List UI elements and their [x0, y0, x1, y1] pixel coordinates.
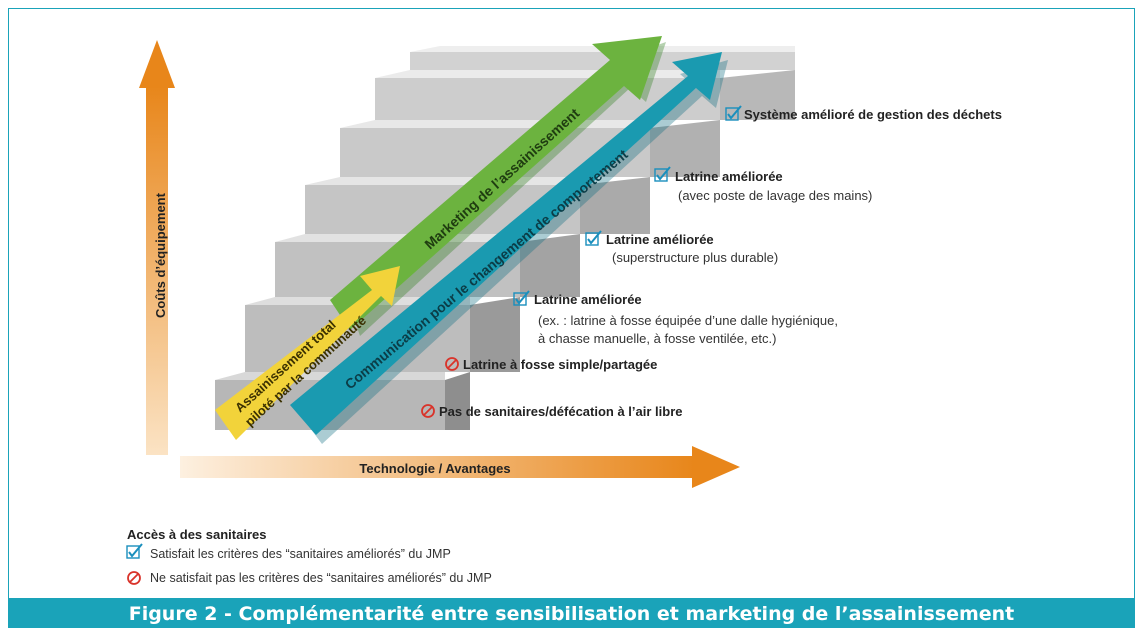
- check-icon: [725, 105, 742, 121]
- y-axis-arrow: [139, 40, 175, 455]
- step-3-desc-2: à chasse manuelle, à fosse ventilée, etc…: [538, 331, 777, 346]
- step-1-title: Pas de sanitaires/défécation à l’air lib…: [439, 404, 683, 419]
- x-axis-arrow: [180, 446, 740, 488]
- figure-caption: Figure 2 - Complémentarité entre sensibi…: [8, 598, 1135, 628]
- legend-check-icon: [126, 543, 143, 559]
- step-5-title: Latrine améliorée: [675, 169, 783, 184]
- legend-yes-text: Satisfait les critères des “sanitaires a…: [150, 547, 451, 561]
- no-icon: [421, 404, 435, 418]
- x-axis-label: Technologie / Avantages: [359, 461, 510, 476]
- green-arrow: [330, 36, 666, 336]
- teal-arrow: [290, 52, 728, 444]
- check-icon: [513, 290, 530, 306]
- check-icon: [585, 230, 602, 246]
- step-5-desc: (avec poste de lavage des mains): [678, 188, 873, 203]
- legend-no-icon: [127, 571, 141, 585]
- step-4-title: Latrine améliorée: [606, 232, 714, 247]
- step-3-desc-1: (ex. : latrine à fosse équipée d’une dal…: [538, 313, 838, 328]
- figure-frame: [8, 8, 1135, 599]
- step-6-title: Système amélioré de gestion des déchets: [744, 107, 1002, 122]
- check-icon: [654, 166, 671, 182]
- y-axis-label: Coûts d’équipement: [153, 192, 168, 318]
- legend-title: Accès à des sanitaires: [127, 527, 267, 542]
- yellow-arrow: [215, 266, 400, 440]
- step-2-title: Latrine à fosse simple/partagée: [463, 357, 658, 372]
- no-icon: [445, 357, 459, 371]
- legend-no-text: Ne satisfait pas les critères des “sanit…: [150, 571, 492, 585]
- step-3-title: Latrine améliorée: [534, 292, 642, 307]
- step-4-desc: (superstructure plus durable): [612, 250, 779, 265]
